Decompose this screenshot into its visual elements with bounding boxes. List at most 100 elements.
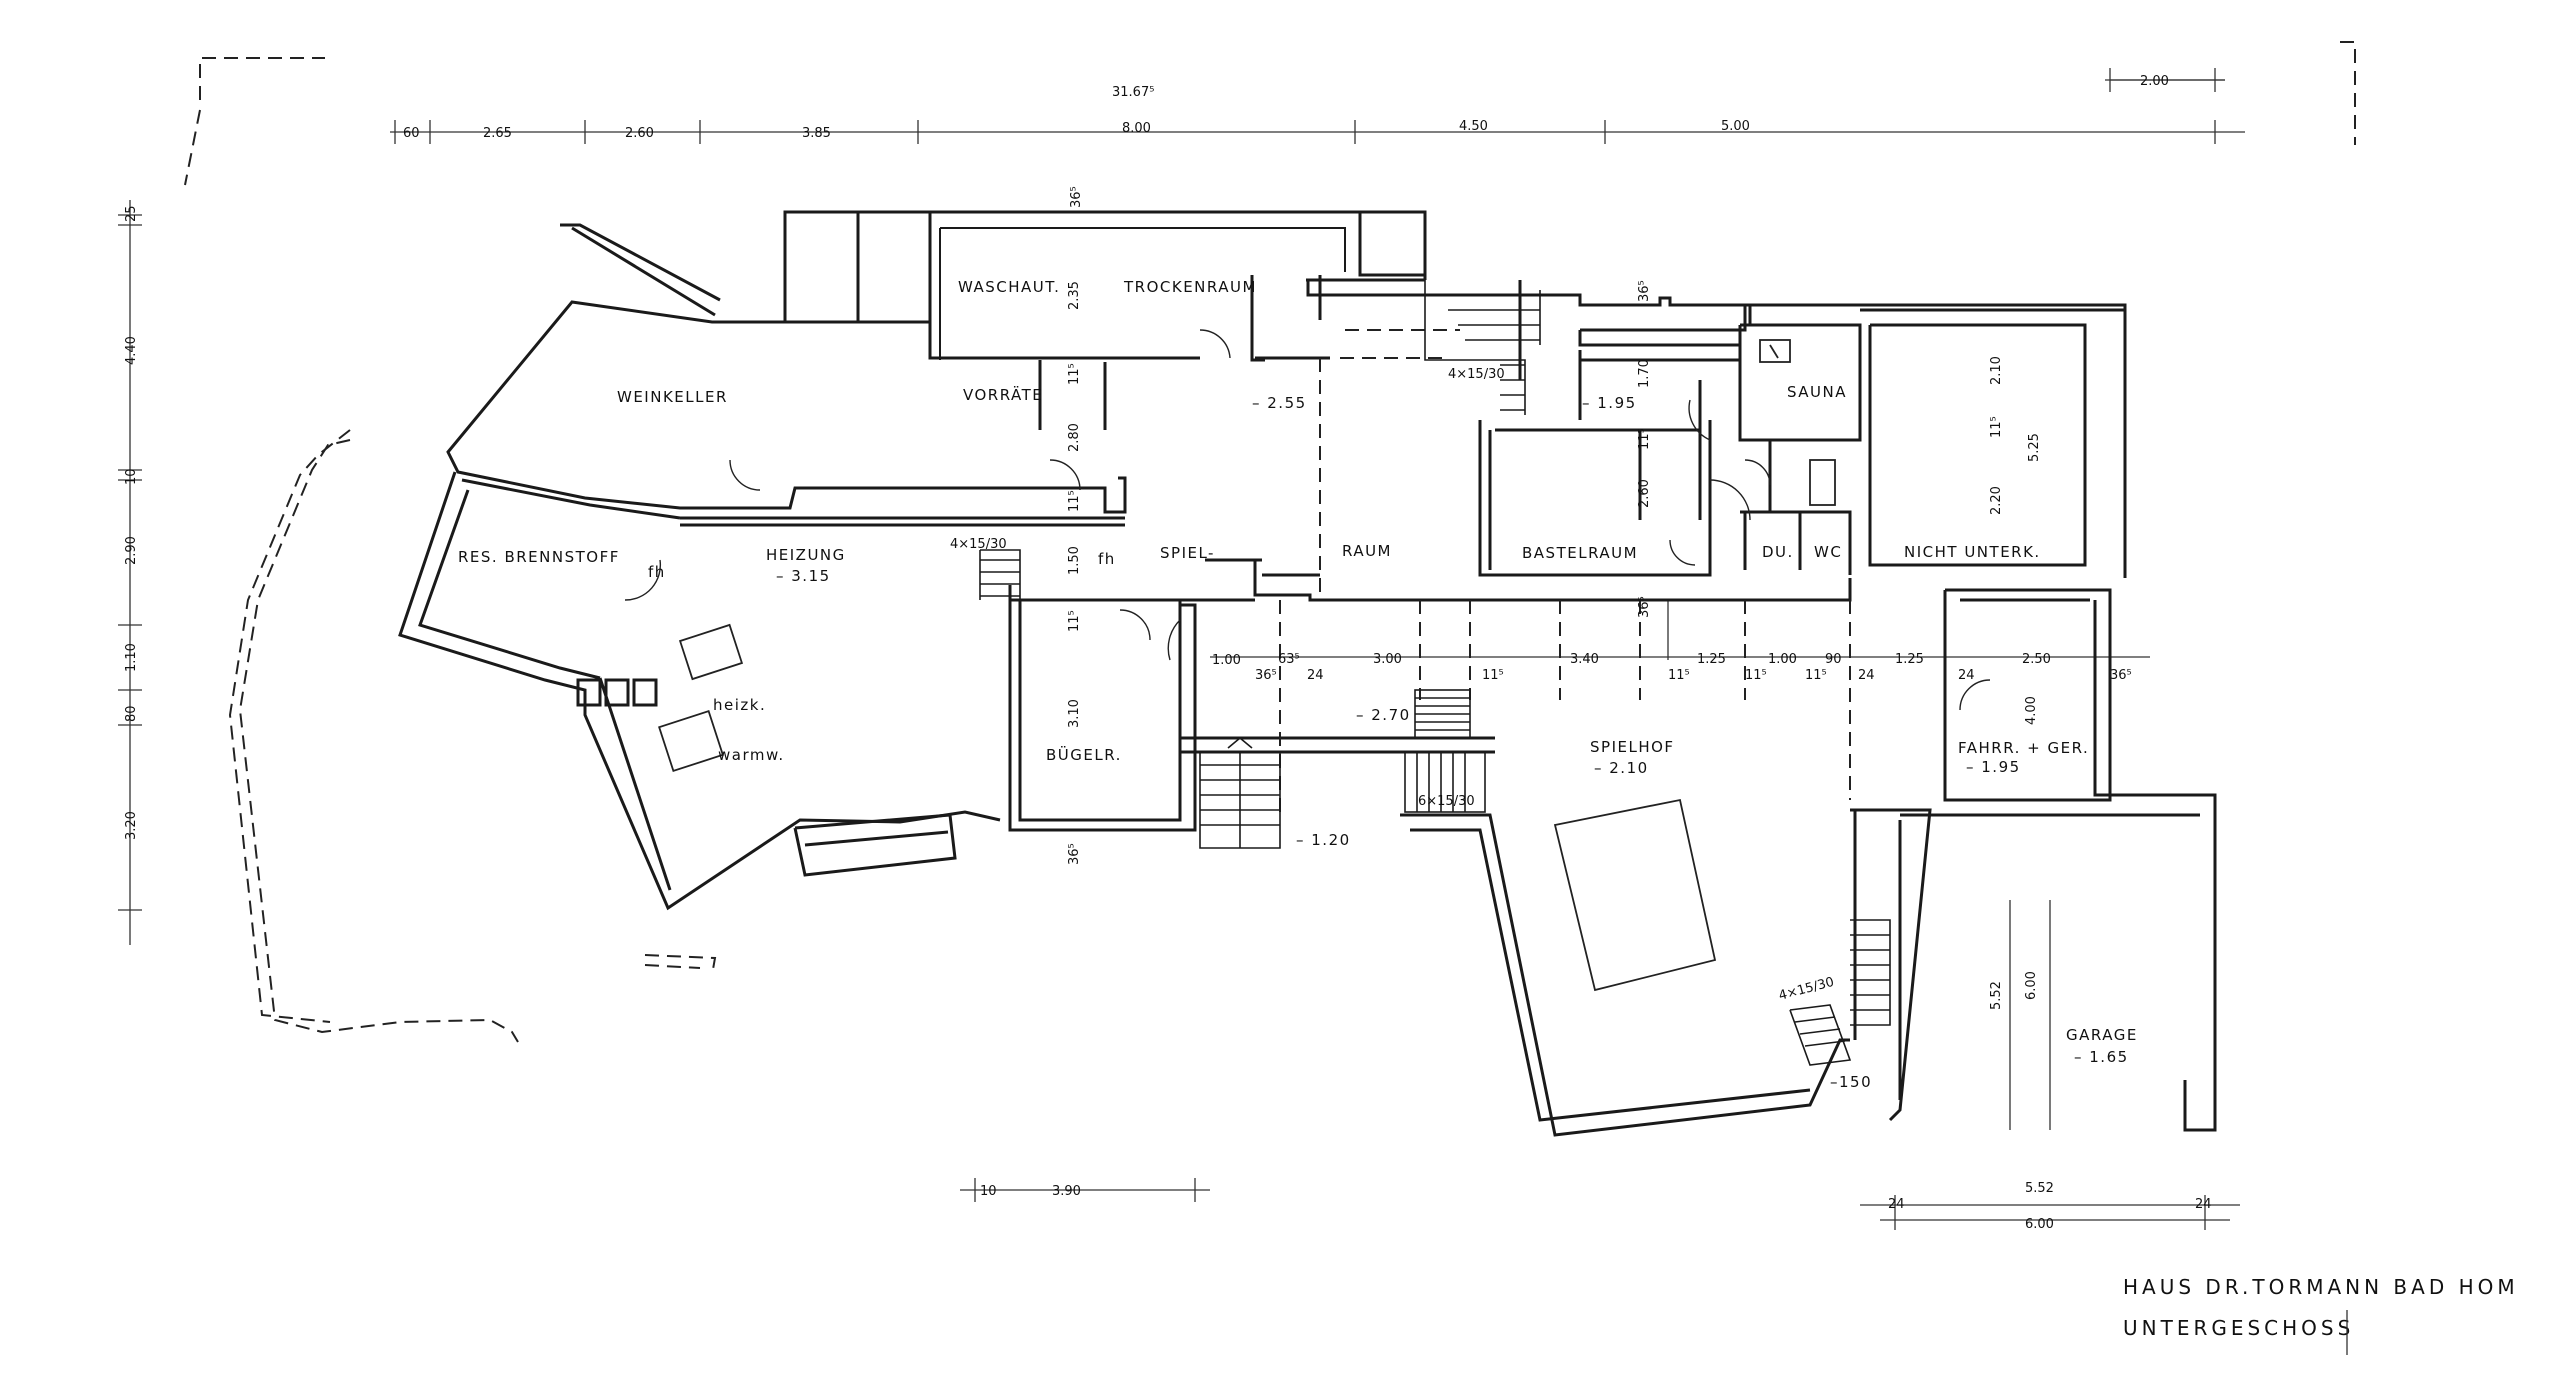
dim-int-220: 2.20: [1989, 486, 2004, 515]
dim-int-365b: 36⁵: [1067, 843, 1082, 865]
stair-label-3: 6×15/30: [1418, 794, 1475, 809]
dimensions-bottom: 10 3.90 5.52 24 24 6.00: [980, 1181, 2212, 1232]
room-label-trockenraum: TROCKENRAUM: [1123, 278, 1257, 296]
door-swings: [624, 329, 1991, 711]
dim-left-10: 10: [124, 468, 139, 485]
room-label-garage: GARAGE: [2066, 1026, 2138, 1044]
dim-row-115c: 11⁵: [1745, 668, 1767, 683]
stair-label-1: 4×15/30: [1448, 367, 1505, 382]
dim-row-365b: 36⁵: [2110, 668, 2132, 683]
room-label-weinkeller: WEINKELLER: [617, 388, 728, 406]
dim-left-110: 1.10: [124, 643, 139, 672]
dim-int-115c: 11⁵: [1067, 610, 1082, 632]
stair-heizung: [979, 549, 1021, 600]
room-level-fahrr: – 1.95: [1966, 758, 2021, 776]
dim-row-115d: 11⁵: [1805, 668, 1827, 683]
dim-265: 2.65: [483, 126, 512, 141]
room-label-fh-1: fh: [648, 563, 666, 581]
dim-260: 2.60: [625, 126, 654, 141]
room-label-bastelraum: BASTELRAUM: [1522, 544, 1638, 562]
dim-row-24a: 24: [1307, 668, 1324, 683]
dimensions-left: 25 4.40 10 2.90 1.10 80 3.20: [124, 205, 139, 840]
stair-label-2: 4×15/30: [950, 537, 1007, 552]
dim-row-250: 2.50: [2022, 652, 2051, 667]
level-270: – 2.70: [1356, 706, 1411, 724]
room-label-heizk: heizk.: [713, 696, 766, 714]
dim-row-365: 36⁵: [1255, 668, 1277, 683]
dim-row-24c: 24: [1958, 668, 1975, 683]
dim-left-440: 4.40: [124, 336, 139, 365]
level-150: –150: [1830, 1073, 1872, 1091]
dim-row-340: 3.40: [1570, 652, 1599, 667]
dim-int-210: 2.10: [1989, 356, 2004, 385]
dim-int-600: 6.00: [2024, 971, 2039, 1000]
dimensions-top: 31.67⁵ 60 2.65 2.60 3.85 8.00 4.50 5.00 …: [403, 74, 2169, 141]
dim-left-320: 3.20: [124, 811, 139, 840]
room-level-heizung: – 3.15: [776, 567, 831, 585]
dim-bottom-600: 6.00: [2025, 1217, 2054, 1232]
stairs: [979, 280, 1891, 1066]
stair-central: [1404, 689, 1486, 813]
drawing-title: HAUS DR.TORMANN BAD HOM: [2123, 1275, 2519, 1299]
level-120: – 1.20: [1296, 831, 1351, 849]
dimensions-row: 1.00 36⁵ 63⁵ 24 3.00 11⁵ 3.40 11⁵ 1.25 1…: [1212, 652, 2132, 683]
dim-385: 3.85: [802, 126, 831, 141]
dim-int-115d: 11⁵: [1637, 428, 1652, 450]
dim-int-235: 2.35: [1067, 281, 1082, 310]
room-label-sauna: SAUNA: [1787, 383, 1847, 401]
dim-bottom-24a: 24: [1888, 1197, 1905, 1212]
dim-int-525: 5.25: [2027, 433, 2042, 462]
room-label-warmw: warmw.: [718, 746, 785, 764]
dim-450: 4.50: [1459, 119, 1488, 134]
room-label-fh-2: fh: [1098, 550, 1116, 568]
dimensions-internal: 36⁵ 2.35 11⁵ 2.80 11⁵ 1.50 11⁵ 3.10 36⁵ …: [1067, 186, 2042, 1010]
dim-row-63: 63⁵: [1278, 652, 1300, 667]
room-label-fahrr-ger: FAHRR. + GER.: [1958, 739, 2089, 757]
dim-int-170: 1.70: [1637, 359, 1652, 388]
room-label-waschaut: WASCHAUT.: [958, 278, 1060, 296]
dim-left-80: 80: [124, 705, 139, 722]
dim-bottom-24b: 24: [2195, 1197, 2212, 1212]
room-level-garage: – 1.65: [2074, 1048, 2129, 1066]
dim-row-115b: 11⁵: [1668, 668, 1690, 683]
room-label-buegelr: BÜGELR.: [1046, 745, 1122, 764]
dim-bottom-390: 3.90: [1052, 1184, 1081, 1199]
dim-row-90: 90: [1825, 652, 1842, 667]
dim-row-300: 3.00: [1373, 652, 1402, 667]
dim-60: 60: [403, 126, 420, 141]
room-labels: WASCHAUT. TROCKENRAUM WEINKELLER VORRÄTE…: [458, 278, 2138, 1066]
room-label-spiel: SPIEL-: [1160, 544, 1215, 562]
dim-int-280: 2.80: [1067, 423, 1082, 452]
dim-bottom-552: 5.52: [2025, 1181, 2054, 1196]
walls: [398, 210, 2217, 1137]
room-label-wc: WC: [1814, 543, 1842, 561]
level-195: – 1.95: [1582, 394, 1637, 412]
room-level-spielhof: – 2.10: [1594, 759, 1649, 777]
dim-row-115a: 11⁵: [1482, 668, 1504, 683]
fixtures: [658, 339, 1836, 992]
drawing-subtitle: UNTERGESCHOSS: [2123, 1316, 2354, 1340]
dim-row-125a: 1.25: [1697, 652, 1726, 667]
dim-left-290: 2.90: [124, 536, 139, 565]
dimension-lines: [118, 68, 2245, 1230]
dim-800: 8.00: [1122, 121, 1151, 136]
level-255: – 2.55: [1252, 394, 1307, 412]
room-label-nicht-unterk: NICHT UNTERK.: [1904, 543, 2041, 561]
dim-int-552: 5.52: [1989, 981, 2004, 1010]
room-label-raum: RAUM: [1342, 542, 1392, 560]
dim-int-365a: 36⁵: [1069, 186, 1084, 208]
dim-int-365d: 36⁵: [1637, 596, 1652, 618]
room-label-du: DU.: [1762, 543, 1794, 561]
dim-int-115b: 11⁵: [1067, 490, 1082, 512]
room-label-res-brennstoff: RES. BRENNSTOFF: [458, 548, 620, 566]
dim-int-310: 3.10: [1067, 699, 1082, 728]
dim-int-260b: 2.60: [1637, 479, 1652, 508]
room-label-heizung: HEIZUNG: [766, 546, 846, 564]
dim-row-125b: 1.25: [1895, 652, 1924, 667]
dim-int-400: 4.00: [2024, 696, 2039, 725]
dim-int-150: 1.50: [1067, 546, 1082, 575]
stair-east: [1789, 919, 1891, 1066]
dim-row-100b: 1.00: [1768, 652, 1797, 667]
dim-500: 5.00: [1721, 119, 1750, 134]
